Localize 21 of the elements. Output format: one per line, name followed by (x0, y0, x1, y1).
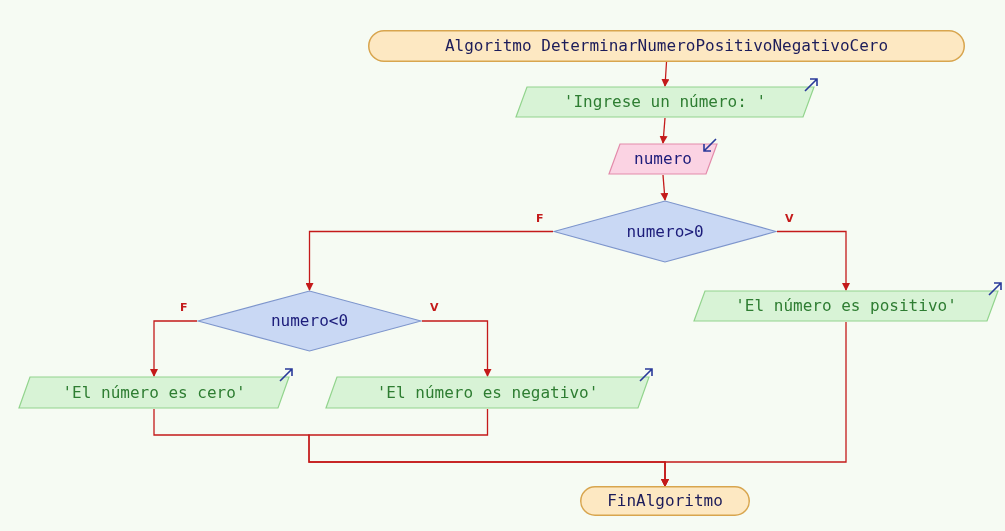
connector-arrow (661, 61, 670, 87)
connector-arrow (305, 230, 554, 291)
connector-arrow (421, 320, 492, 377)
connector-arrow (776, 230, 850, 291)
node-text: 'El número es cero' (62, 382, 246, 403)
edge-label: F (536, 212, 544, 224)
edge-label: V (785, 212, 794, 224)
node-text: 'Ingrese un número: ' (563, 92, 767, 112)
edge-label: V (430, 302, 439, 313)
edge-label: F (180, 302, 188, 313)
node-text: numero (634, 149, 692, 169)
connector-arrow (150, 320, 198, 377)
node-text: Algoritmo DeterminarNumeroPositivoNegativoCero (444, 36, 889, 56)
connector-arrow (661, 321, 847, 487)
node-text: numero<0 (270, 311, 349, 331)
node-text: 'El número es positivo' (735, 296, 957, 316)
node-text: numero>0 (626, 221, 704, 242)
connector-arrow (660, 174, 669, 201)
node-text: 'El número es negativo' (376, 382, 599, 403)
connector-arrow (659, 117, 668, 144)
node-text: FinAlgoritmo (607, 491, 723, 511)
